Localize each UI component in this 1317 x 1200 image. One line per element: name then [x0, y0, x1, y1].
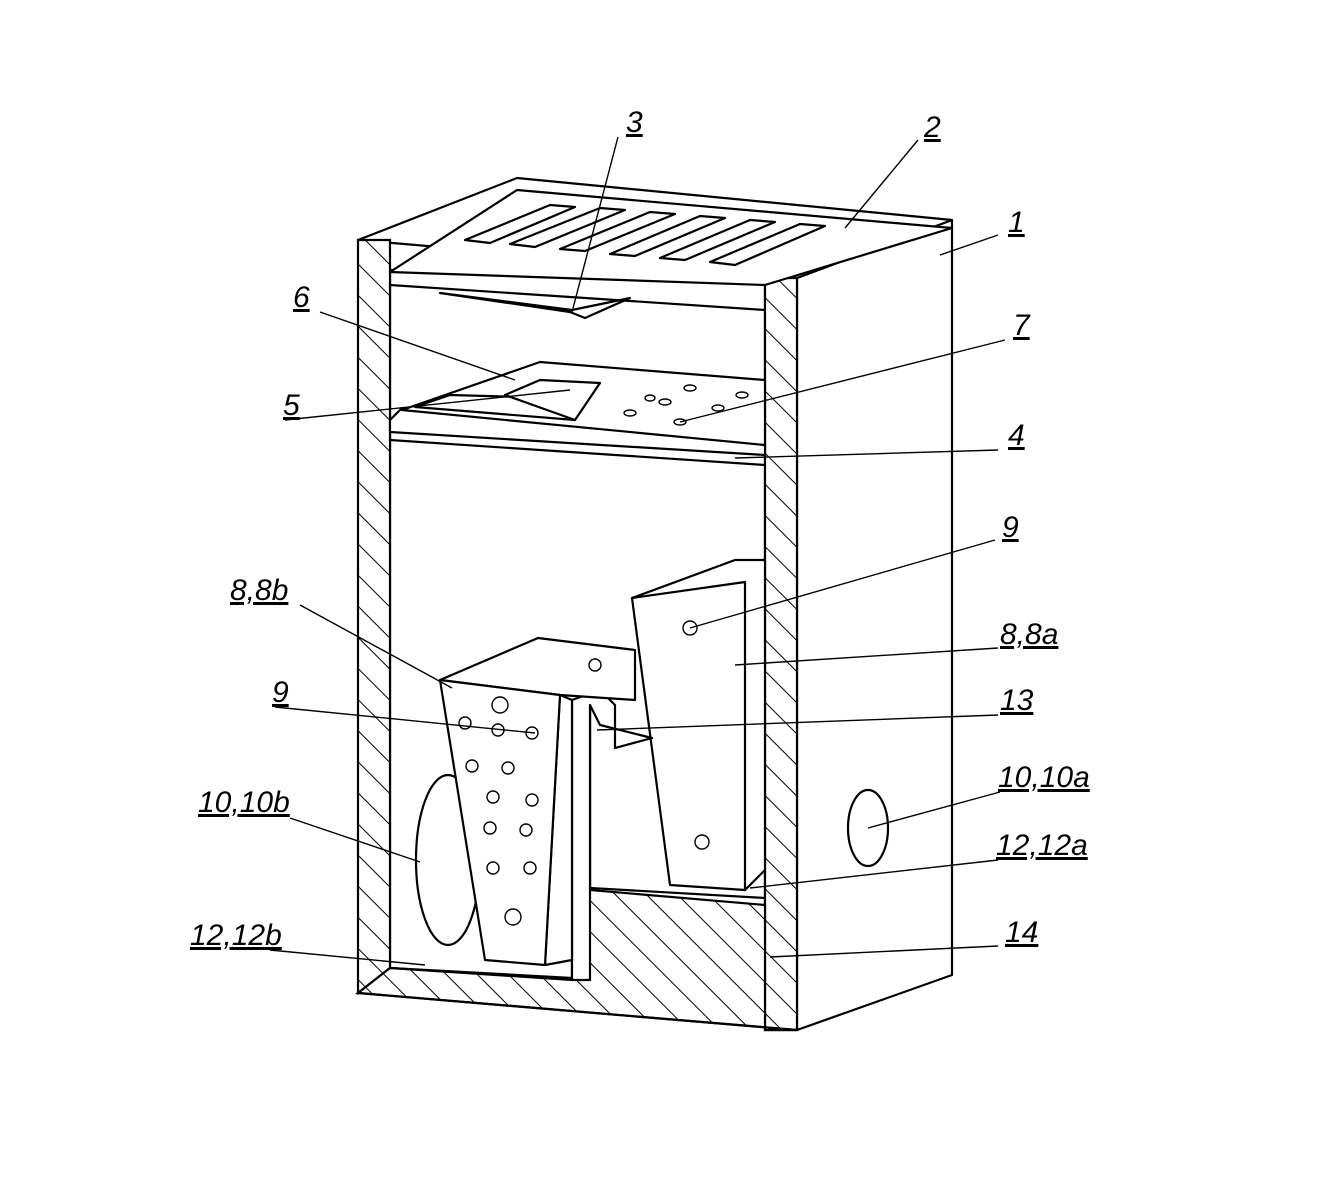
label-5: 5: [283, 389, 300, 422]
label-10a: 10,10a: [998, 761, 1090, 794]
reference-labels: 1 2 3 4 5 6 7 8,8a 8,8b 9 9 10,10a 10,10…: [190, 106, 1090, 952]
label-12a: 12,12a: [996, 829, 1088, 862]
label-8a: 8,8a: [1000, 618, 1058, 651]
label-12b: 12,12b: [190, 919, 282, 952]
label-2: 2: [923, 111, 941, 144]
label-13: 13: [1000, 684, 1034, 717]
label-1: 1: [1008, 206, 1025, 239]
label-9-left: 9: [272, 676, 289, 709]
shelf: [388, 360, 767, 467]
opening-10a: [846, 788, 890, 868]
label-3: 3: [626, 106, 643, 139]
label-9-right: 9: [1002, 511, 1019, 544]
label-10b: 10,10b: [198, 786, 290, 819]
label-7: 7: [1013, 309, 1031, 342]
label-6: 6: [293, 281, 310, 314]
label-14: 14: [1005, 916, 1038, 949]
container-8b: [438, 636, 637, 967]
label-4: 4: [1008, 419, 1025, 452]
leader-lines: [269, 136, 1006, 966]
funnel: [438, 291, 632, 320]
container-8a: [630, 558, 767, 892]
grate: [388, 188, 954, 312]
label-8b: 8,8b: [230, 574, 288, 607]
